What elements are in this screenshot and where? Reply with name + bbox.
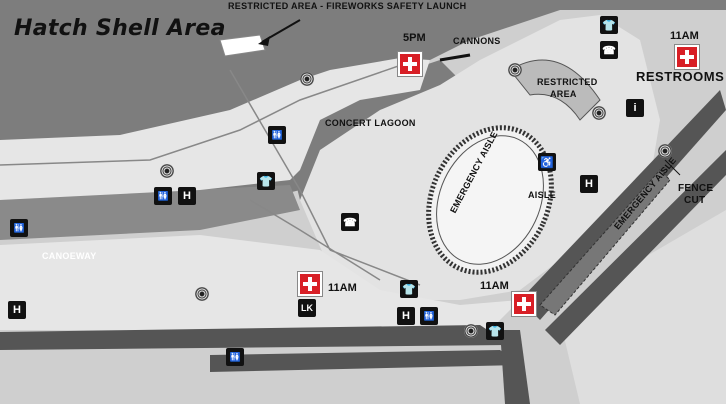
- diagonal-road-1: [520, 90, 726, 320]
- diagonal-road-2: [545, 150, 726, 345]
- restroom-icon: 🚻: [154, 187, 172, 205]
- phone-icon: ☎: [600, 41, 618, 59]
- speaker-target-icon: [508, 63, 522, 77]
- canoeway-label: CANOEWAY: [42, 251, 97, 261]
- vertical-road: [500, 330, 530, 404]
- restricted-area-label-2: AREA: [550, 89, 577, 99]
- restricted-area-label-1: RESTRICTED: [537, 77, 598, 87]
- page-title: Hatch Shell Area: [14, 16, 226, 41]
- first-aid-icon: [512, 292, 536, 316]
- restricted-launch-label: RESTRICTED AREA - FIREWORKS SAFETY LAUNC…: [228, 1, 467, 11]
- lower-road: [210, 350, 520, 372]
- lower-land: [0, 235, 520, 330]
- restroom-icon: 🚻: [420, 307, 438, 325]
- fence-line: [664, 159, 681, 176]
- first-aid-icon: [398, 52, 422, 76]
- restrooms-label: RESTROOMS: [636, 69, 725, 84]
- first-aid-icon: [298, 272, 322, 296]
- concert-lagoon-label: CONCERT LAGOON: [325, 118, 416, 128]
- h-icon: H: [178, 187, 196, 205]
- phone-icon: ☎: [341, 213, 359, 231]
- time-11am-top: 11AM: [670, 30, 699, 42]
- tshirt-icon: 👕: [257, 172, 275, 190]
- launch-strip: [219, 34, 266, 57]
- h-icon: H: [397, 307, 415, 325]
- info-icon: i: [626, 99, 644, 117]
- time-5pm: 5PM: [403, 32, 426, 44]
- launch-arrowhead: [258, 36, 270, 46]
- lk-icon: LK: [298, 299, 316, 317]
- time-11am-left: 11AM: [328, 282, 357, 294]
- cannons-label: CANNONS: [453, 36, 501, 46]
- speaker-target-icon: [300, 72, 314, 86]
- tshirt-icon: 👕: [400, 280, 418, 298]
- h-icon: H: [8, 301, 26, 319]
- first-aid-icon: [675, 45, 699, 69]
- tshirt-icon: 👕: [486, 322, 504, 340]
- restroom-icon: 🚻: [226, 348, 244, 366]
- fence-label-2: CUT: [684, 195, 706, 206]
- wheelchair-icon: ♿: [538, 153, 556, 171]
- path-lines: [0, 61, 421, 286]
- speaker-target-icon: [195, 287, 209, 301]
- cannons-line: [439, 53, 471, 62]
- restroom-icon: 🚻: [268, 126, 286, 144]
- speaker-target-icon: [592, 106, 606, 120]
- restroom-icon: 🚻: [10, 219, 28, 237]
- canoeway: [0, 185, 300, 240]
- speaker-target-icon: [658, 144, 672, 158]
- storrow-road: [0, 325, 510, 350]
- time-11am-mid: 11AM: [480, 280, 509, 292]
- emergency-aisle-band: [539, 169, 671, 316]
- oval-inner: [436, 135, 544, 265]
- aisle-label: AISLE: [528, 190, 557, 200]
- right-land: [560, 210, 726, 404]
- h-icon: H: [580, 175, 598, 193]
- speaker-target-icon: [464, 324, 478, 338]
- tshirt-icon: 👕: [600, 16, 618, 34]
- fence-label-1: FENCE: [678, 183, 714, 194]
- esplanade-land: [0, 58, 430, 200]
- hatch-shell: [509, 59, 601, 121]
- speaker-target-icon: [160, 164, 174, 178]
